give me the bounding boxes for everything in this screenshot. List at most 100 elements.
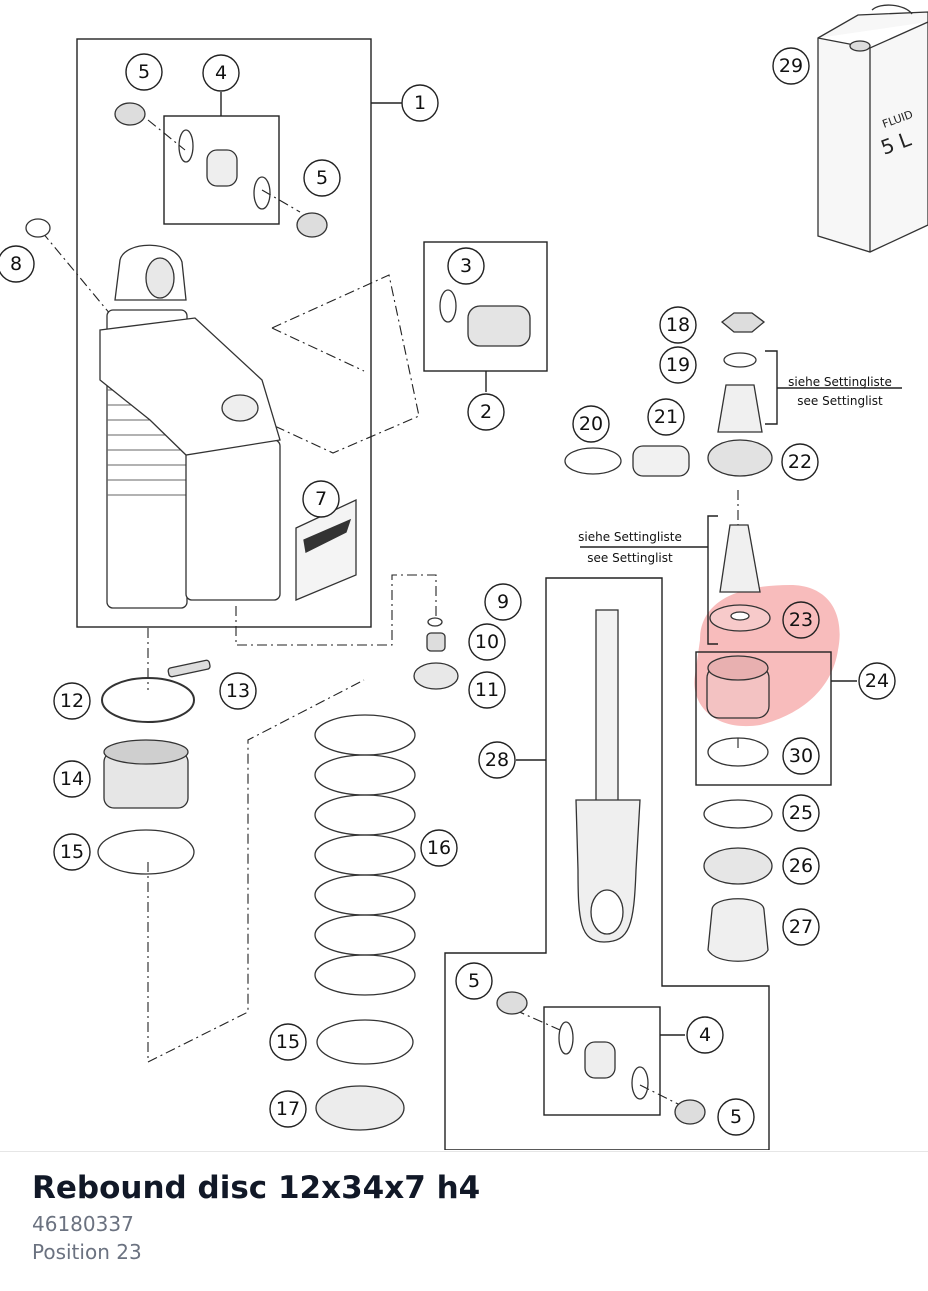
callout-label-19: 19 (666, 354, 690, 376)
part-25-circlip (703, 799, 773, 829)
callout-label-15: 15 (276, 1031, 300, 1053)
callout-label-5: 5 (138, 61, 150, 83)
callout-label-17: 17 (276, 1098, 300, 1120)
callout-label-14: 14 (60, 768, 84, 790)
callout-circle-1[interactable] (401, 84, 439, 122)
callout-circle-4[interactable] (686, 1016, 724, 1054)
callout-circle-25[interactable] (782, 794, 820, 832)
callout-circle-28[interactable] (478, 741, 516, 779)
callout-circle-30[interactable] (782, 737, 820, 775)
callout-label-5: 5 (730, 1106, 742, 1128)
group-box-4-bottom (543, 1006, 661, 1116)
callout-circle-29[interactable] (772, 47, 810, 85)
part-4-bushing-b (584, 1041, 616, 1079)
note-lower-en: see Settinglist (587, 551, 673, 565)
setting-stack-lower (719, 524, 761, 593)
part-20-ring (564, 447, 622, 475)
callout-label-28: 28 (485, 749, 509, 771)
callout-circle-4[interactable] (202, 54, 240, 92)
part-18-nut (720, 312, 766, 333)
callout-label-10: 10 (475, 631, 499, 653)
callout-circle-11[interactable] (468, 671, 506, 709)
callout-label-30: 30 (789, 745, 813, 767)
setting-stack-upper (717, 384, 763, 433)
callout-circle-5[interactable] (303, 159, 341, 197)
callout-circle-13[interactable] (219, 672, 257, 710)
part-3-oring (439, 289, 457, 323)
callout-circle-15[interactable] (53, 833, 91, 871)
part-15-ring-b (316, 1019, 414, 1065)
callout-label-4: 4 (699, 1024, 711, 1046)
callout-circle-15[interactable] (269, 1023, 307, 1061)
callout-circle-17[interactable] (269, 1090, 307, 1128)
part-4-bushing (206, 149, 238, 187)
callout-circle-21[interactable] (647, 398, 685, 436)
part-3-valve (467, 305, 531, 347)
part-15-ring-a (97, 829, 195, 875)
callout-circle-2[interactable] (467, 393, 505, 431)
callout-circle-27[interactable] (782, 908, 820, 946)
part-30-ring (707, 737, 769, 767)
callout-circle-14[interactable] (53, 760, 91, 798)
part-8-plug (25, 218, 51, 238)
callout-label-29: 29 (779, 55, 803, 77)
callout-label-3: 3 (460, 255, 472, 277)
callout-label-16: 16 (427, 837, 451, 859)
part-5-seal-d (674, 1099, 706, 1125)
callout-label-2: 2 (480, 401, 492, 423)
part-19-washer (723, 352, 757, 368)
part-27-bumper (707, 898, 769, 962)
part-5-seal-b (296, 212, 328, 238)
part-11-cap (413, 662, 459, 690)
part-29-fluid-can (817, 11, 928, 253)
group-box-1 (76, 38, 372, 628)
callout-circle-23[interactable] (782, 601, 820, 639)
part-position: Position 23 (32, 1240, 142, 1264)
callout-circle-5[interactable] (455, 962, 493, 1000)
callout-label-15: 15 (60, 841, 84, 863)
callout-circle-3[interactable] (447, 247, 485, 285)
callout-label-9: 9 (497, 591, 509, 613)
callout-label-21: 21 (654, 406, 678, 428)
part-4-ring-c (558, 1021, 574, 1055)
part-5-seal-a (114, 102, 146, 126)
callout-label-12: 12 (60, 690, 84, 712)
exploded-parts-diagram: FLUID 5 L siehe Settingliste see Setting… (0, 4, 928, 1150)
callout-label-20: 20 (579, 413, 603, 435)
callout-circle-19[interactable] (659, 346, 697, 384)
note-upper-de: siehe Settingliste (788, 375, 892, 389)
callout-label-18: 18 (666, 314, 690, 336)
note-upper-en: see Settinglist (797, 394, 883, 408)
callout-circle-10[interactable] (468, 623, 506, 661)
callout-circle-8[interactable] (0, 245, 35, 283)
callout-circle-7[interactable] (302, 480, 340, 518)
part-21-band (632, 445, 690, 477)
part-12-clamp (101, 677, 195, 723)
callout-label-24: 24 (865, 670, 889, 692)
part-22-piston (707, 439, 773, 477)
callout-circle-24[interactable] (858, 662, 896, 700)
part-info-panel: Rebound disc 12x34x7 h4 46180337 Positio… (0, 1151, 928, 1291)
part-17-seat (315, 1085, 405, 1131)
note-lower-de: siehe Settingliste (578, 530, 682, 544)
callout-circle-12[interactable] (53, 682, 91, 720)
callout-label-26: 26 (789, 855, 813, 877)
callout-label-1: 1 (414, 92, 426, 114)
shock-body-right (185, 439, 281, 601)
callout-circle-5[interactable] (717, 1098, 755, 1136)
callout-circle-18[interactable] (659, 306, 697, 344)
callout-circle-22[interactable] (781, 443, 819, 481)
callout-circle-20[interactable] (572, 405, 610, 443)
callout-label-5: 5 (316, 167, 328, 189)
callout-label-25: 25 (789, 802, 813, 824)
callout-circle-26[interactable] (782, 847, 820, 885)
callout-label-8: 8 (10, 253, 22, 275)
callout-circle-5[interactable] (125, 53, 163, 91)
part-9-washer (427, 617, 443, 627)
callout-circle-16[interactable] (420, 829, 458, 867)
part-16-spring (314, 714, 416, 996)
callout-circle-9[interactable] (484, 583, 522, 621)
group-box-24 (695, 651, 832, 786)
callout-label-5: 5 (468, 970, 480, 992)
callout-label-7: 7 (315, 488, 327, 510)
